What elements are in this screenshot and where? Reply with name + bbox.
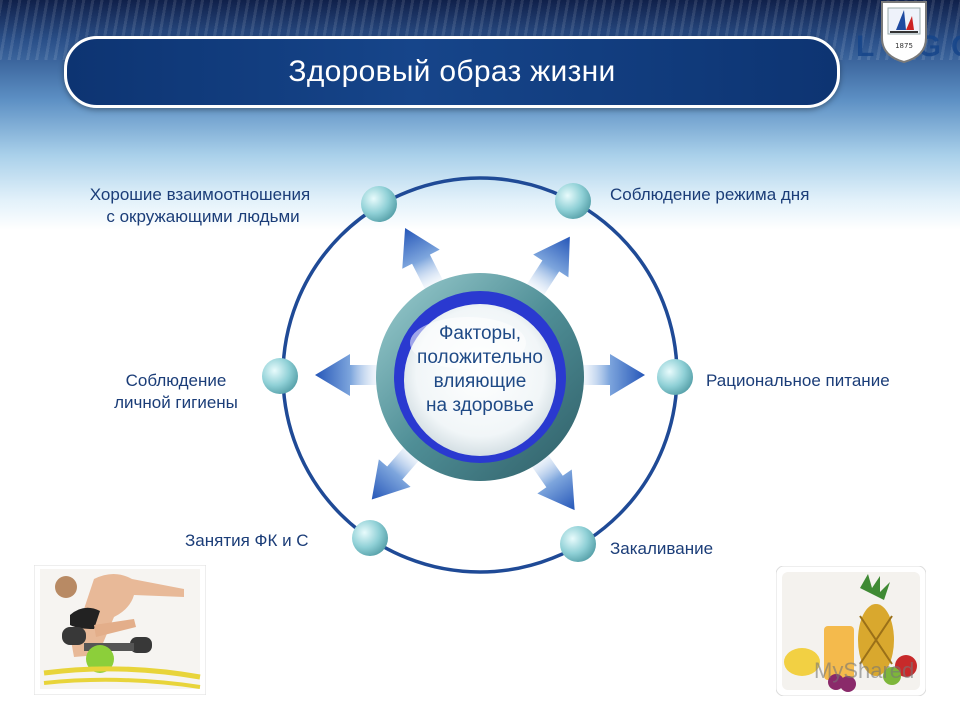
fitness-photo bbox=[34, 565, 206, 695]
node-relations bbox=[361, 186, 397, 222]
center-line: влияющие bbox=[433, 371, 527, 392]
label-hardening: Закаливание bbox=[610, 538, 713, 560]
label-line: Занятия ФК и С bbox=[185, 531, 309, 550]
arrow-routine bbox=[526, 236, 570, 297]
watermark-text: MyShared bbox=[814, 658, 914, 683]
label-line: с окружающими людьми bbox=[106, 207, 300, 226]
label-nutrition: Рациональное питание bbox=[706, 370, 890, 392]
center-line: на здоровье bbox=[426, 395, 534, 416]
hub-shine bbox=[410, 317, 526, 369]
label-relations: Хорошие взаимоотношения с окружающими лю… bbox=[62, 184, 338, 228]
node-hardening bbox=[560, 526, 596, 562]
arrow-relations bbox=[402, 227, 444, 291]
arrow-hygiene bbox=[315, 354, 380, 396]
node-nutrition bbox=[657, 359, 693, 395]
fruit-photo: MyShared bbox=[776, 566, 926, 696]
node-routine bbox=[555, 183, 591, 219]
label-line: Хорошие взаимоотношения bbox=[89, 185, 311, 204]
label-line: Соблюдение режима дня bbox=[610, 185, 810, 204]
center-line: положительно bbox=[417, 347, 543, 368]
slide-title: Здоровый образ жизни bbox=[288, 55, 616, 88]
label-line: Рациональное питание bbox=[706, 371, 890, 390]
emblem-icon: 1875 bbox=[881, 1, 927, 64]
label-hygiene: Соблюдение личной гигиены bbox=[90, 370, 262, 414]
center-line: Факторы, bbox=[438, 323, 522, 344]
label-line: Закаливание bbox=[610, 539, 714, 558]
emblem-year: 1875 bbox=[895, 42, 913, 50]
arrow-hardening bbox=[529, 451, 575, 511]
label-routine: Соблюдение режима дня bbox=[610, 184, 809, 206]
arrow-sport bbox=[371, 443, 422, 500]
arrow-nutrition bbox=[580, 354, 645, 396]
node-hygiene bbox=[262, 358, 298, 394]
center-label: Факторы, положительно влияющие на здоров… bbox=[390, 322, 570, 418]
node-sport bbox=[352, 520, 388, 556]
label-line: личной гигиены bbox=[114, 393, 238, 412]
label-sport: Занятия ФК и С bbox=[185, 530, 309, 552]
label-line: Соблюдение bbox=[125, 371, 227, 390]
title-bar: Здоровый образ жизни bbox=[64, 36, 840, 108]
